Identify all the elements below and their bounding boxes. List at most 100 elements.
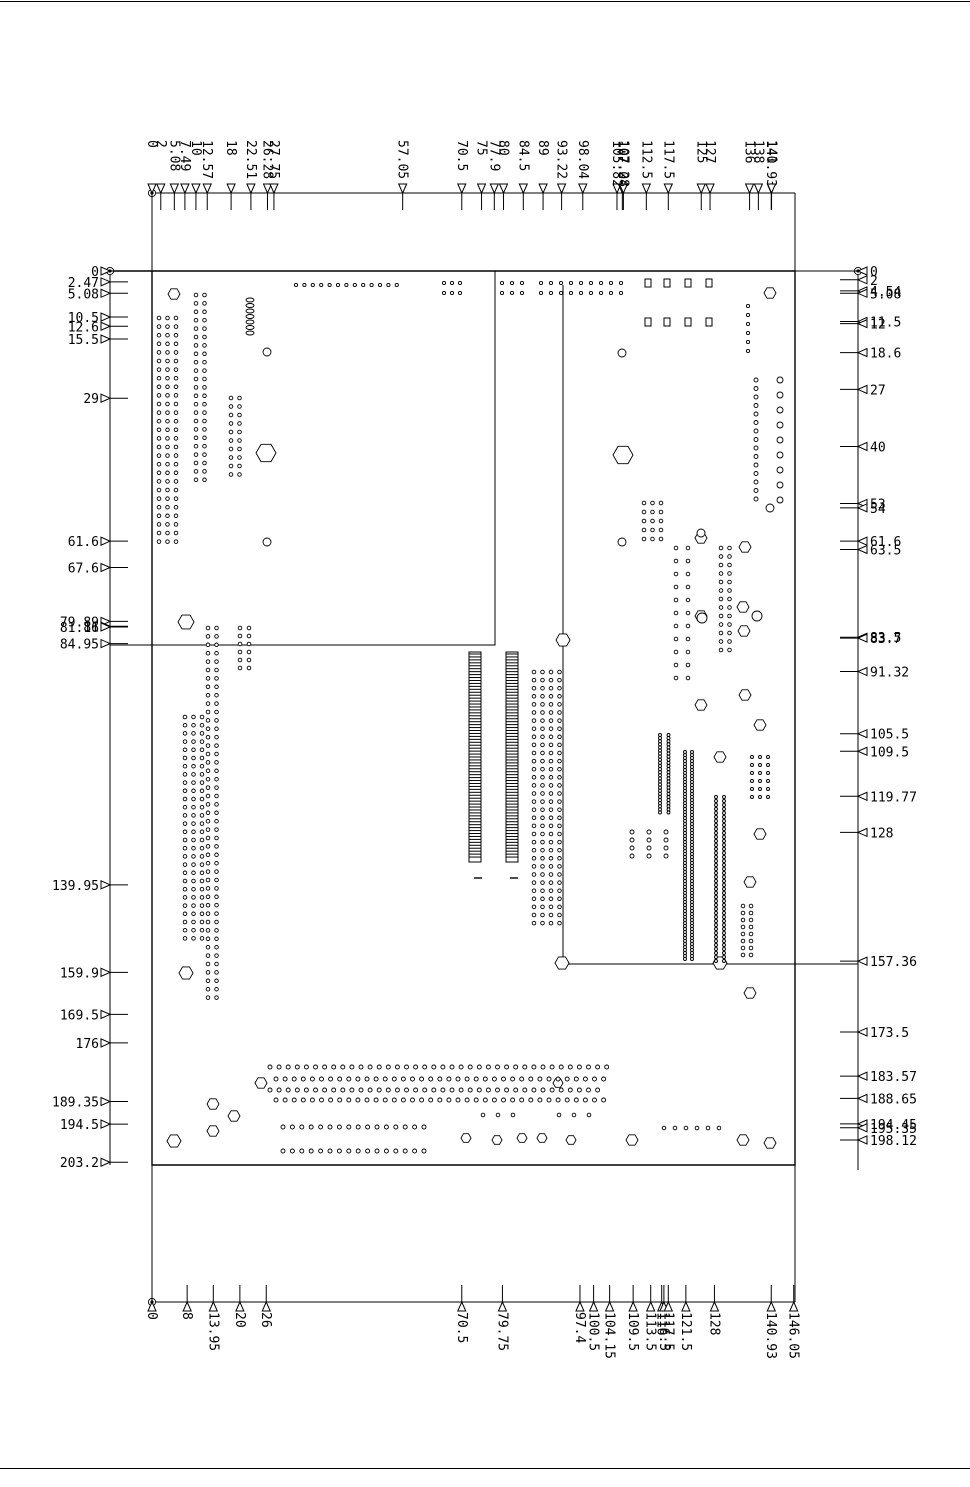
via: [683, 903, 687, 907]
triangle-arrow-icon: [100, 1009, 112, 1020]
via: [722, 831, 726, 835]
via: [540, 685, 545, 691]
via: [673, 623, 679, 629]
via: [673, 571, 679, 577]
via: [557, 847, 562, 853]
triangle-arrow-icon: [856, 728, 868, 739]
via: [531, 831, 537, 837]
via: [658, 527, 664, 533]
via: [722, 815, 726, 819]
via: [267, 1064, 273, 1070]
via: [455, 1076, 461, 1082]
via: [205, 802, 211, 807]
via: [540, 920, 545, 926]
via: [690, 909, 694, 913]
top-dim-label: 12.57: [199, 140, 214, 179]
top-dim-label: 127: [702, 140, 717, 163]
hex-mounting-hole-icon: [554, 956, 570, 970]
via: [322, 1064, 328, 1070]
via: [658, 742, 662, 747]
via: [246, 657, 252, 663]
via: [214, 986, 219, 992]
via: [690, 870, 694, 874]
via: [199, 722, 205, 728]
via: [531, 839, 537, 845]
via: [205, 642, 211, 648]
via: [716, 1125, 722, 1131]
via: [202, 393, 207, 399]
via: [531, 710, 537, 715]
via: [431, 1064, 437, 1070]
via: [690, 759, 694, 763]
bottom-dim-label: 100.5: [586, 1312, 601, 1351]
via: [228, 455, 234, 460]
via: [156, 504, 162, 510]
via: [766, 787, 770, 791]
via: [646, 837, 652, 843]
triangle-arrow-icon: [518, 183, 529, 195]
via: [205, 919, 211, 925]
via: [214, 676, 219, 681]
via: [548, 791, 554, 796]
via: [685, 649, 691, 655]
via: [740, 924, 746, 930]
via: [214, 886, 219, 891]
via: [531, 685, 537, 691]
via: [573, 1097, 579, 1103]
via: [165, 341, 170, 347]
via: [173, 401, 179, 407]
via: [586, 1087, 591, 1093]
via: [214, 869, 219, 874]
left-dim-label: 194.5: [60, 1118, 99, 1133]
via: [690, 765, 694, 769]
left-dim-label: 67.6: [68, 561, 99, 576]
via: [205, 928, 211, 933]
via: [690, 846, 694, 850]
via: [629, 853, 635, 859]
triangle-arrow-icon: [744, 183, 755, 195]
via: [714, 959, 718, 963]
via: [199, 829, 205, 835]
via: [714, 911, 718, 915]
via: [228, 472, 234, 477]
via: [683, 819, 687, 823]
via: [576, 1064, 582, 1070]
via: [191, 919, 196, 925]
via: [202, 427, 207, 432]
via: [191, 837, 196, 843]
pad: [262, 347, 272, 357]
via: [618, 290, 624, 296]
via: [683, 795, 687, 799]
via: [385, 1064, 391, 1070]
square-pad: [663, 278, 671, 288]
via: [267, 1087, 273, 1093]
board-features: [110, 270, 858, 1154]
via: [199, 747, 205, 753]
via: [576, 1087, 582, 1093]
via: [193, 410, 199, 415]
triangle-arrow-icon: [100, 1157, 112, 1168]
via: [714, 815, 718, 819]
via: [683, 840, 687, 844]
via: [753, 428, 759, 434]
via: [199, 936, 205, 941]
via: [548, 783, 554, 788]
via: [748, 945, 754, 951]
via: [165, 410, 170, 415]
bottom-dim-label: 20: [232, 1312, 247, 1328]
via: [205, 986, 211, 992]
via: [776, 376, 784, 384]
via: [683, 909, 687, 913]
via: [165, 350, 170, 355]
via: [202, 351, 207, 357]
via: [722, 863, 726, 867]
via: [214, 902, 219, 908]
via: [193, 393, 199, 399]
via: [690, 921, 694, 925]
via: [722, 895, 726, 899]
via: [202, 301, 207, 306]
via: [394, 1064, 400, 1070]
via: [156, 393, 162, 398]
triangle-arrow-icon: [538, 183, 548, 195]
